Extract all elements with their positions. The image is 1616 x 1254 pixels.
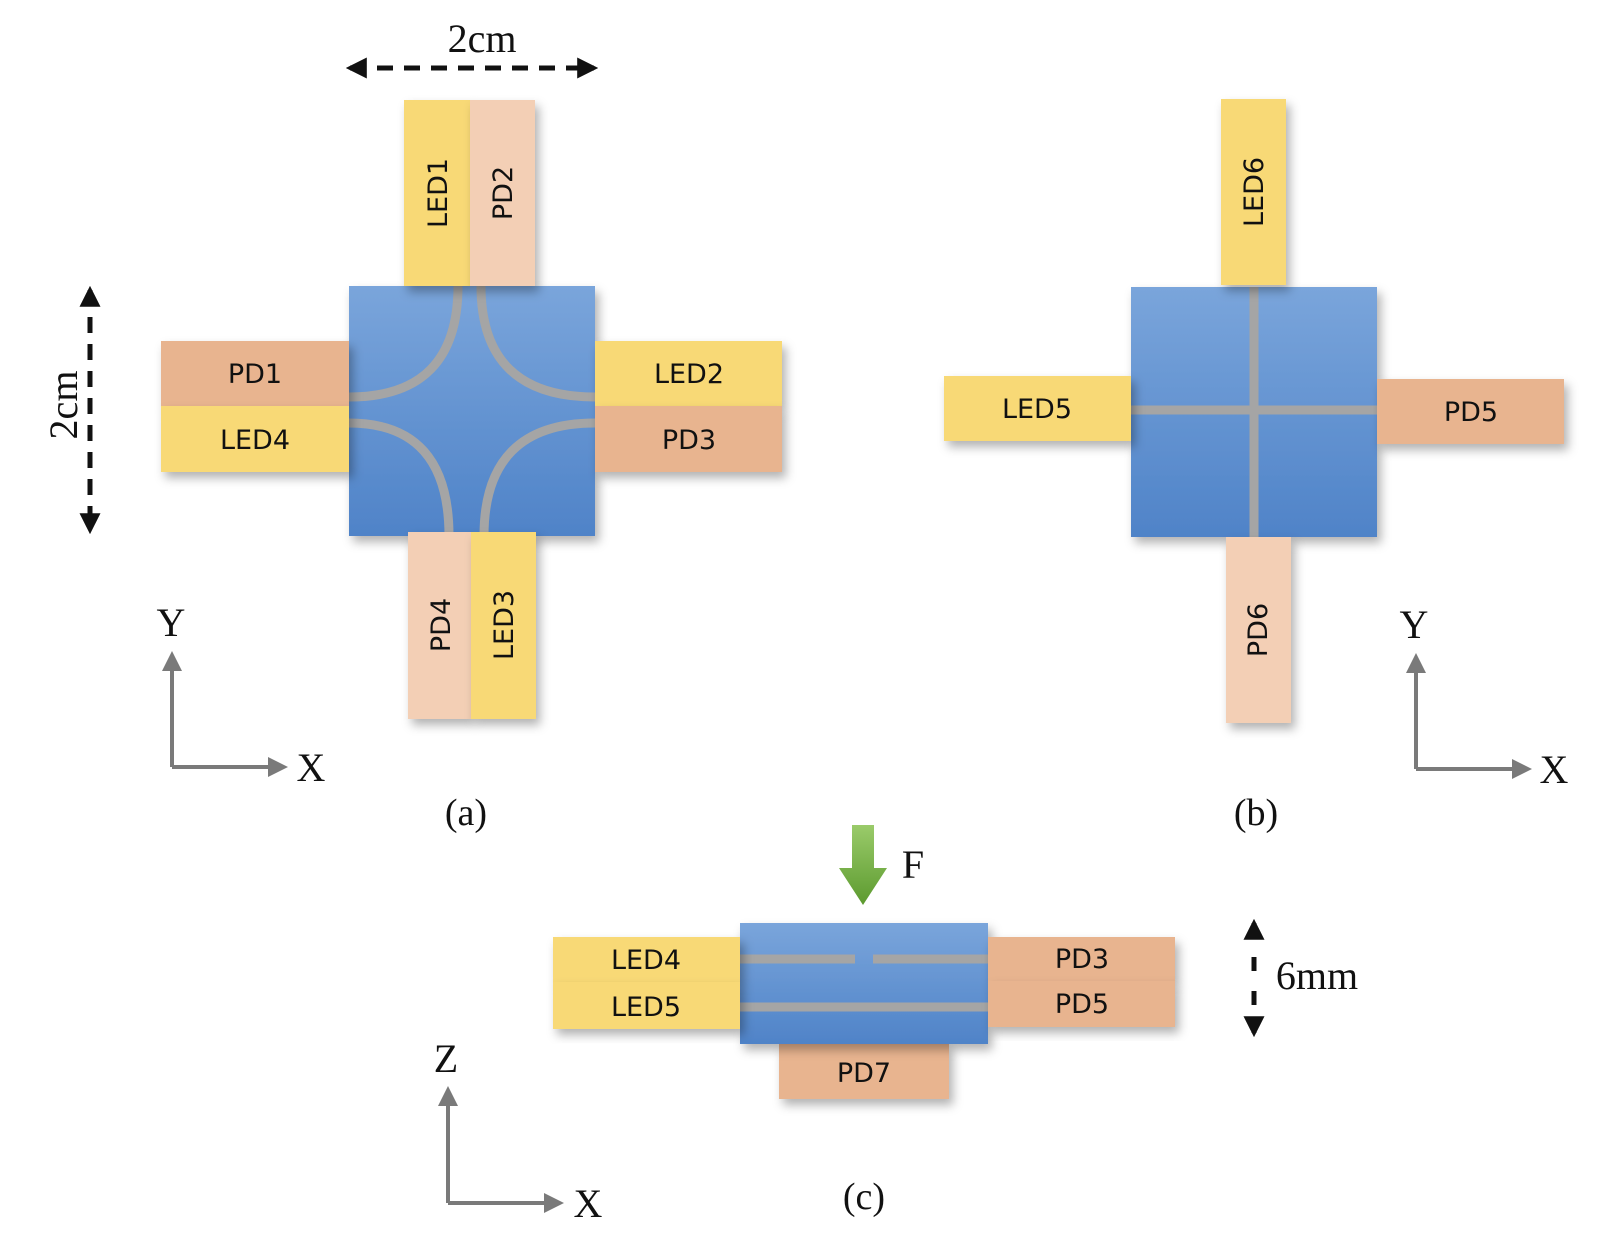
pd2-module [470, 100, 535, 286]
z-axis-label: Z [434, 1036, 458, 1081]
led1-module [404, 100, 470, 286]
curved-fibers-a [348, 285, 596, 537]
pd3-label-c: PD3 [1055, 944, 1109, 975]
pd1-label: PD1 [228, 359, 282, 390]
fiber-top-left [348, 285, 463, 402]
led5-module-b [944, 376, 1131, 441]
led5-module-c [553, 982, 740, 1029]
led4-module-a [161, 406, 349, 472]
x-axis-label-c: X [574, 1181, 603, 1226]
led4-module-c [553, 937, 740, 982]
pd5-label-c: PD5 [1055, 989, 1109, 1020]
panel-a: 2cm 2cm LED1 PD2 PD1 LED4 LED2 PD3 PD4 L [41, 16, 782, 834]
pd4-label: PD4 [426, 598, 457, 652]
side-dimension-label: 2cm [41, 371, 86, 440]
pd5-module-b [1377, 379, 1564, 444]
caption-b: (b) [1234, 792, 1278, 834]
pd4-module [408, 532, 471, 719]
led4-label-a: LED4 [220, 425, 290, 456]
caption-c: (c) [843, 1176, 885, 1218]
force-label: F [902, 842, 924, 887]
top-dimension-label: 2cm [448, 16, 517, 61]
caption-a: (a) [445, 792, 487, 834]
fiber-bottom-left [348, 418, 454, 537]
xy-axes-a: Y X [157, 600, 326, 790]
pd1-module [161, 341, 349, 406]
led5-label-b: LED5 [1002, 394, 1072, 425]
y-axis-label-b: Y [1400, 602, 1429, 647]
x-axis-label-b: X [1540, 747, 1569, 792]
led3-module [471, 532, 536, 719]
led2-label: LED2 [654, 359, 724, 390]
led5-label-c: LED5 [611, 992, 681, 1023]
led3-label: LED3 [489, 590, 520, 660]
led4-label-c: LED4 [611, 945, 681, 976]
pd3-module-a [595, 406, 782, 472]
xy-axes-b: Y X [1400, 602, 1569, 792]
led6-module [1221, 99, 1286, 285]
pd3-module-c [988, 937, 1175, 981]
fiber-top-right [476, 285, 596, 402]
pd7-label: PD7 [837, 1058, 891, 1089]
force-arrow [839, 825, 887, 905]
zx-axes-c: Z X [434, 1036, 603, 1226]
panel-c: F 6mm PD7 LED4 LED5 PD3 PD5 Z X (c) [434, 825, 1358, 1226]
pd5-label-b: PD5 [1444, 397, 1498, 428]
sensor-block-a [349, 286, 595, 536]
fiber-bottom-right [479, 418, 596, 537]
straight-fibers-b [1131, 287, 1377, 537]
x-axis-label: X [297, 745, 326, 790]
thickness-label: 6mm [1276, 953, 1358, 998]
led2-module [595, 341, 782, 406]
led6-label: LED6 [1239, 157, 1270, 227]
pd3-label-a: PD3 [662, 425, 716, 456]
pd5-module-c [988, 981, 1175, 1027]
pd2-label: PD2 [488, 166, 519, 220]
pd7-module [779, 1043, 949, 1099]
pd6-label: PD6 [1243, 603, 1274, 657]
side-fibers-c [740, 954, 988, 1012]
pd6-module [1226, 537, 1291, 723]
led1-label: LED1 [423, 158, 454, 228]
sensor-block-c [740, 923, 988, 1044]
panel-b: LED6 LED5 PD5 PD6 Y X (b) [944, 99, 1569, 834]
y-axis-label: Y [157, 600, 186, 645]
